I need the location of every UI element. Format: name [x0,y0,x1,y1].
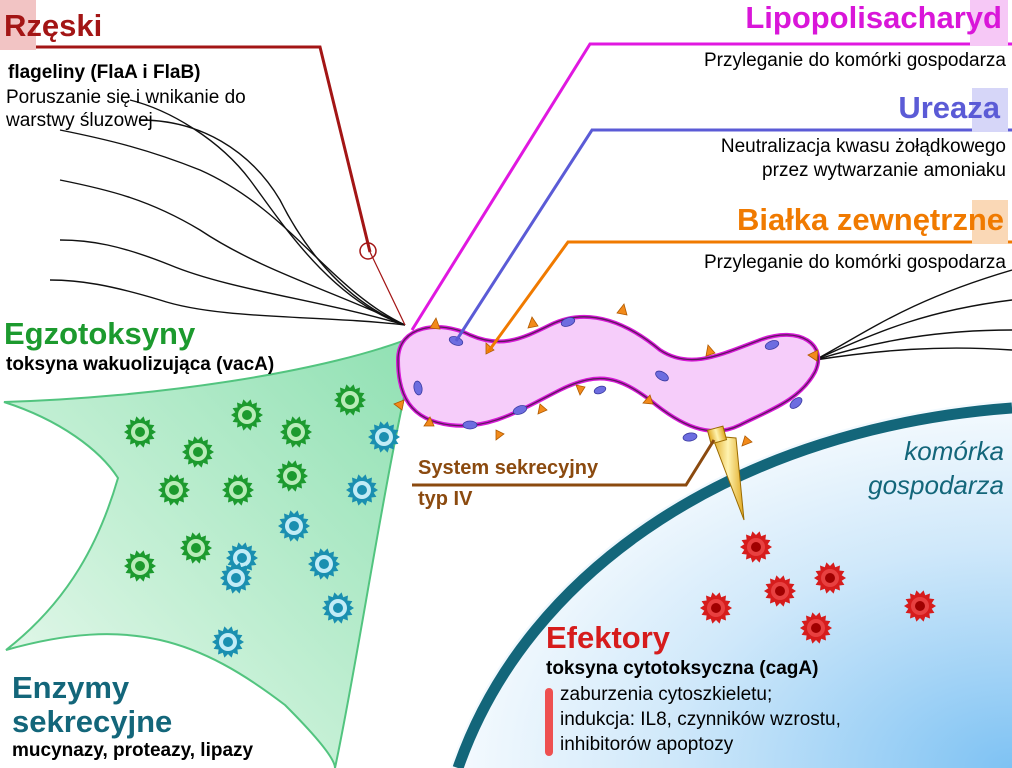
flagella-left [49,99,406,326]
highlight-outer-proteins [972,200,1008,244]
enzyme-particle-center [333,603,343,613]
highlight-flagella [0,0,36,50]
host-cell-membrane [452,402,1012,768]
enzyme-particle-center [237,553,247,563]
exotoxin-particle-center [345,395,355,405]
leader-outer-proteins [486,240,1012,353]
effector-particle-center [811,623,821,633]
host-cell-label-2: gospodarza [868,470,1004,500]
effector-particle-center [751,542,761,552]
leader-flagella [0,45,372,253]
effector-bar [545,688,553,756]
outer-protein-spikes [393,303,819,447]
urease-desc-1: Neutralizacja kwasu żołądkowego [720,136,1006,157]
exotoxins-subtitle: toksyna wakuolizująca (vacA) [6,354,275,375]
effector-particle-center [775,586,785,596]
enzyme-particle-center [357,485,367,495]
effectors-desc-3: inhibitorów apoptozy [560,734,734,755]
secretion-title-2: typ IV [418,488,473,510]
effectors-desc-2: indukcja: IL8, czynników wzrostu, [560,709,841,730]
effectors-desc-1: zaburzenia cytoszkieletu; [560,684,773,705]
secretion-title-1: System sekrecyjny [418,457,599,479]
enzymes-title-1: Enzymy [12,670,130,705]
exotoxin-particle-center [287,471,297,481]
leader-lps [410,42,1012,331]
enzyme-particle-center [223,637,233,647]
effector-particles [700,531,936,644]
enzymes-subtitle: mucynazy, proteazy, lipazy [12,740,254,761]
exotoxin-cloud [3,333,420,768]
exotoxin-particle-center [169,485,179,495]
flagella-marker [359,242,377,260]
flagella-desc-2: warstwy śluzowej [6,110,153,131]
leader-flagella-thin [369,251,406,326]
enzyme-particle-center [379,432,389,442]
exotoxin-particle-center [233,485,243,495]
lps-desc: Przyleganie do komórki gospodarza [703,50,1006,71]
effector-particle-center [825,573,835,583]
effectors-subtitle: toksyna cytotoksyczna (cagA) [546,658,819,679]
flagella-desc-1: Poruszanie się i wnikanie do [6,87,246,108]
exotoxin-particle-center [291,427,301,437]
secretion-pilus [706,425,745,521]
exotoxins-title: Egzotoksyny [4,316,196,351]
exotoxin-particle-center [242,410,252,420]
enzyme-particle-center [319,559,329,569]
flagella-right [814,269,1012,361]
urease-desc-2: przez wytwarzanie amoniaku [762,160,1006,181]
exotoxin-particle-center [135,427,145,437]
effectors-title: Efektory [546,620,671,655]
host-cell-label-1: komórka [904,436,1004,466]
highlight-urease [972,88,1008,132]
host-cell [450,400,1012,768]
exotoxin-particle-center [135,561,145,571]
exotoxin-particles [124,384,366,582]
outer-proteins-title: Białka zewnętrzne [736,202,1004,237]
flagella-subtitle: flageliny (FlaA i FlaB) [8,62,201,83]
leader-urease [454,128,1012,342]
urease-title: Ureaza [898,90,1000,125]
enzyme-particle-center [289,521,299,531]
flagella-title: Rzęski [4,8,103,43]
effector-particle-center [915,601,925,611]
outer-proteins-desc: Przyleganie do komórki gospodarza [703,252,1006,273]
enzyme-particle-center [231,573,241,583]
effector-particle-center [711,603,721,613]
enzymes-title-2: sekrecyjne [12,704,173,739]
highlight-lps [970,0,1008,46]
urease-particles [413,317,803,442]
leader-secretion [412,439,716,487]
enzyme-particles [212,421,400,658]
exotoxin-particle-center [191,543,201,553]
exotoxin-particle-center [193,447,203,457]
lps-title: Lipopolisacharyd [745,0,1002,35]
